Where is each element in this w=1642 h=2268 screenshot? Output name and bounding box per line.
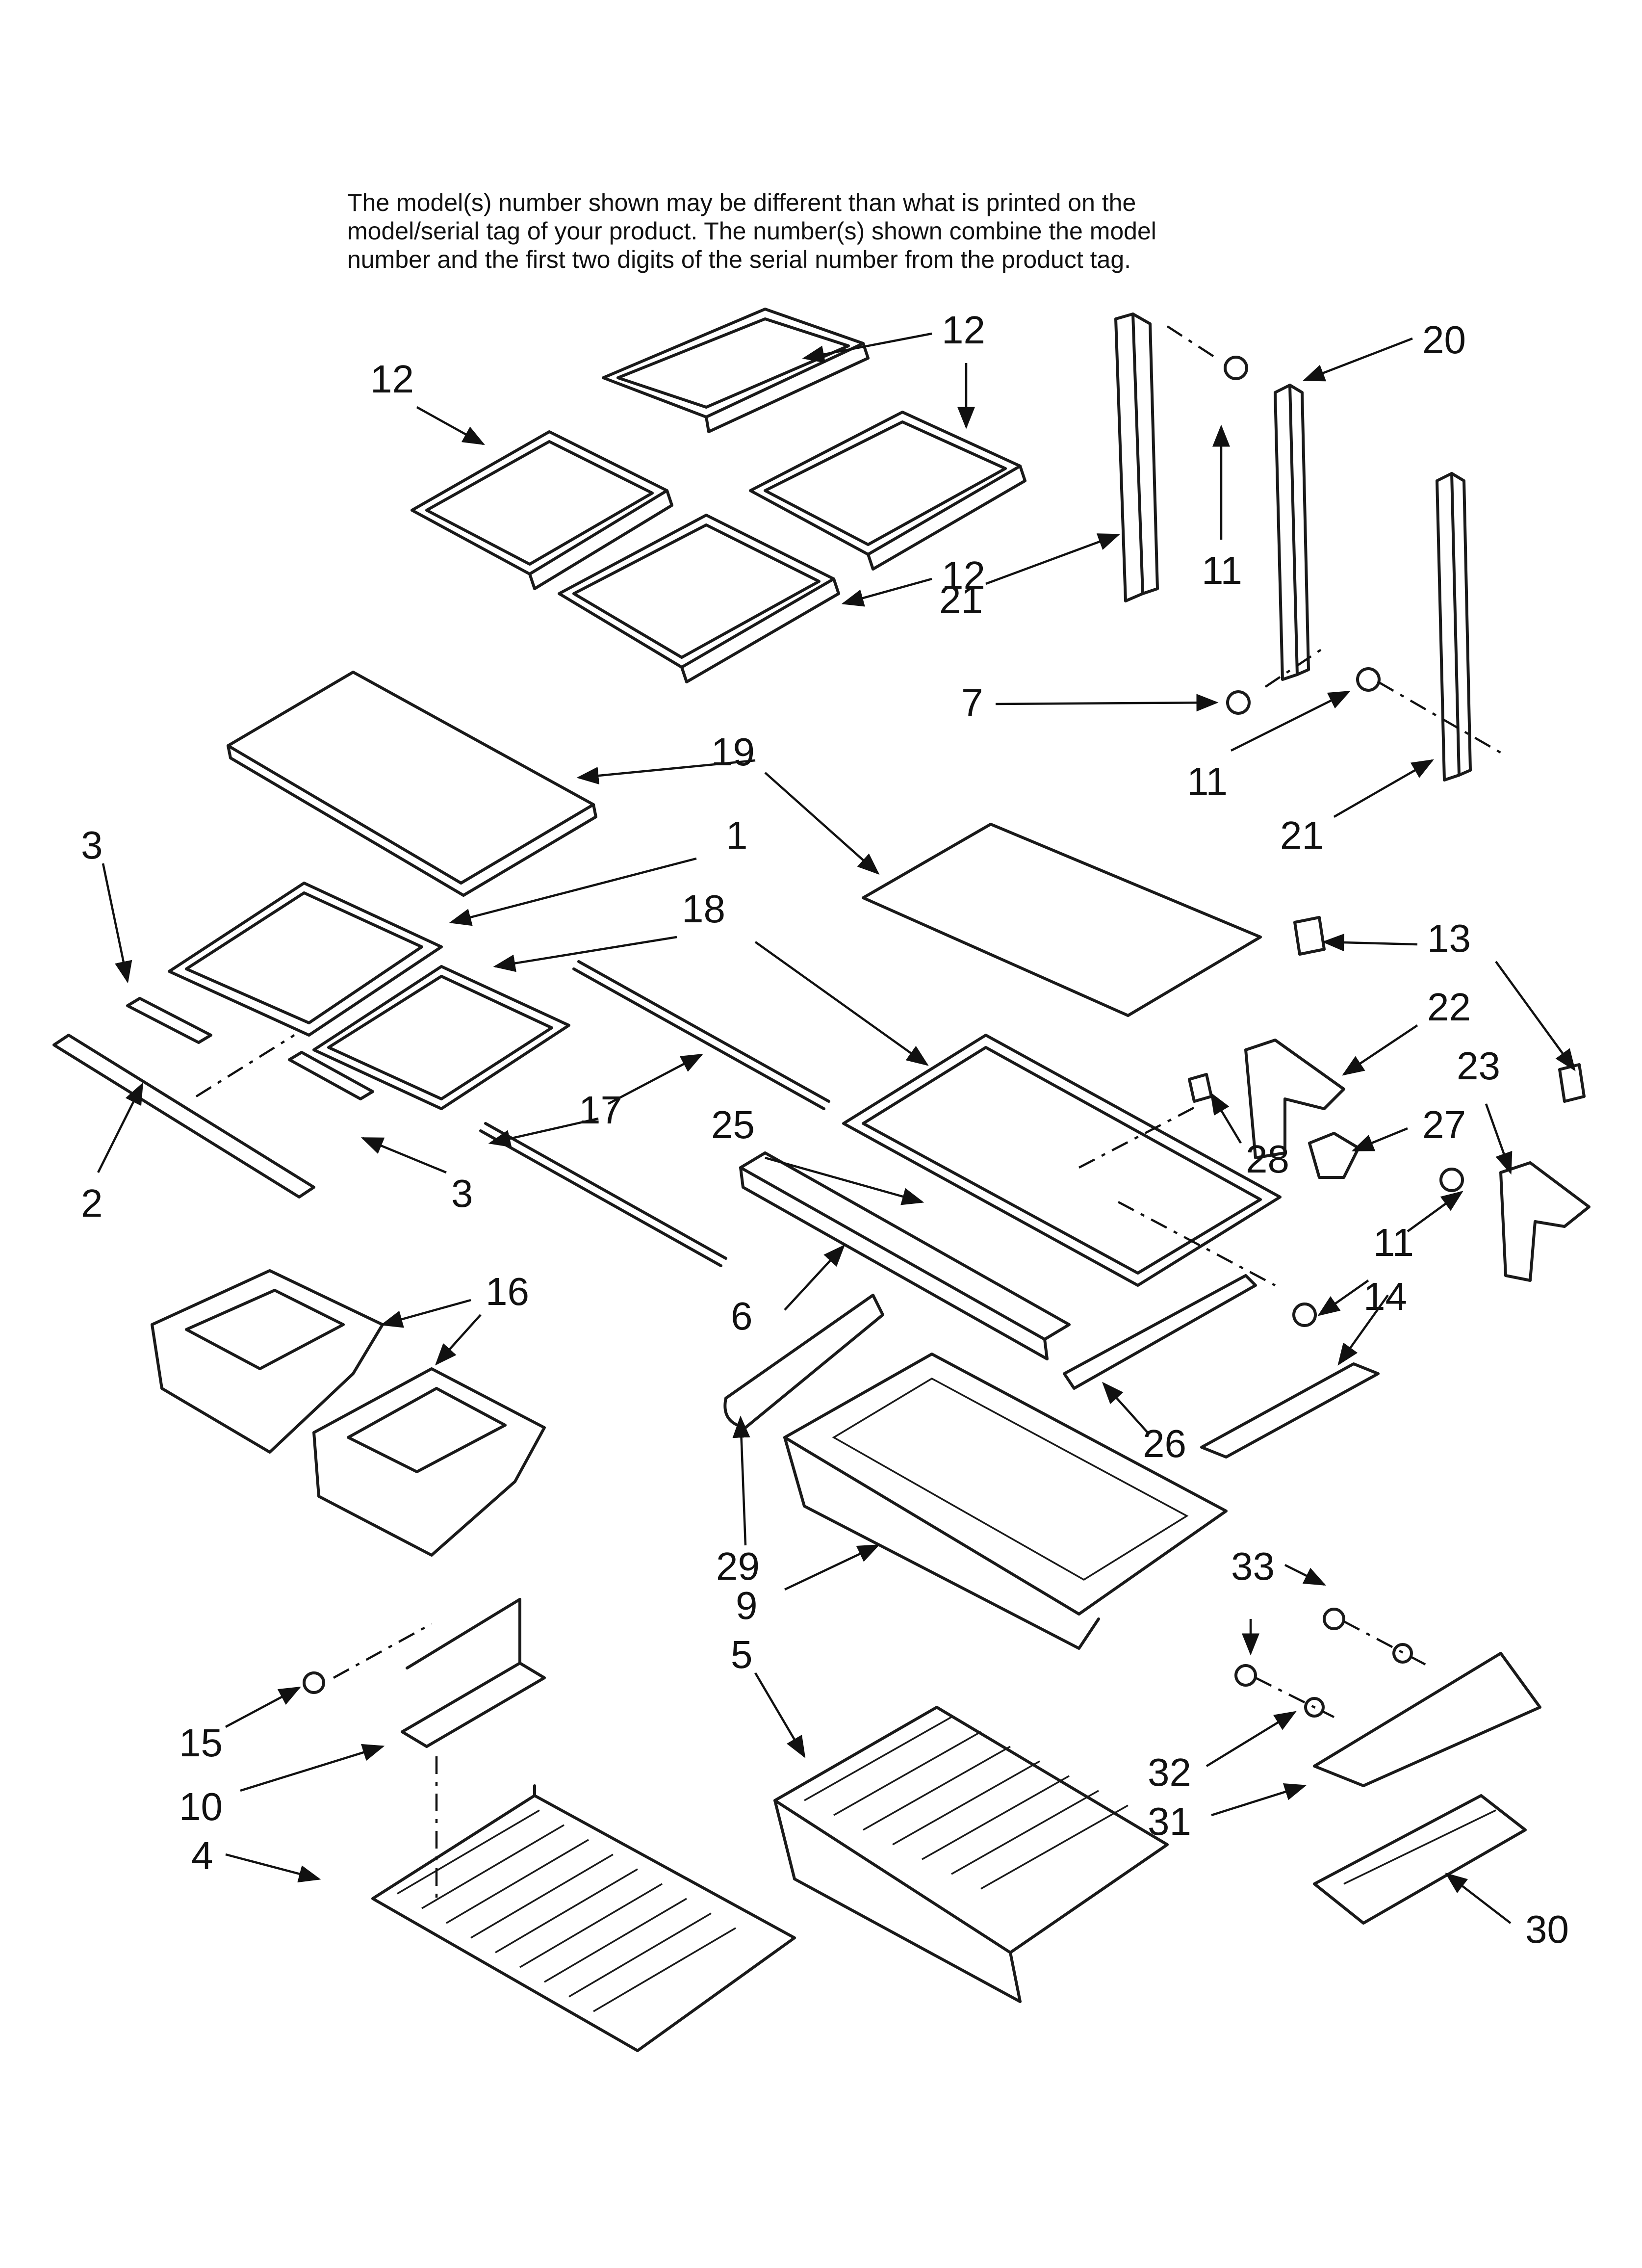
callout-20: 20 [1422,318,1466,362]
callout-3-lower: 3 [451,1172,473,1215]
part-33-screws [1234,1608,1345,1687]
callout-31: 31 [1148,1799,1191,1843]
part-27-clip [1308,1132,1360,1179]
part-10-bracket [401,1598,546,1748]
part-1-cover-frame-left [168,882,443,1037]
callout-26: 26 [1143,1422,1186,1465]
callout-25: 25 [711,1103,755,1147]
callout-14: 14 [1363,1275,1407,1318]
callout-12-top: 12 [942,308,985,352]
part-23-bracket [1499,1161,1591,1282]
part-12-shelf-mid-right [749,411,1026,571]
callout-32: 32 [1148,1750,1191,1794]
callout-15: 15 [179,1721,223,1765]
part-26-bracket [1063,1274,1257,1390]
part-16-crisper-left [151,1269,384,1454]
callout-11-mid: 11 [1187,759,1228,803]
callout-6: 6 [731,1294,753,1338]
callout-numbers: 12 12 12 20 11 21 7 11 21 19 1 3 18 13 2… [81,308,1569,1951]
callout-11-upper: 11 [1202,548,1242,592]
part-15-screw [303,1671,325,1694]
part-12-shelf-top-right [602,308,870,433]
part-18-cover-frame-center [842,1034,1282,1287]
part-30-ice-tray [1313,1794,1527,1925]
callout-30: 30 [1525,1907,1569,1951]
callout-16: 16 [486,1270,529,1313]
callout-4: 4 [191,1834,213,1877]
callout-13: 13 [1427,916,1471,960]
callout-7: 7 [961,681,983,725]
callout-9: 9 [736,1584,758,1627]
callout-19: 19 [711,730,755,774]
part-19-glass-shelf-left [227,671,597,897]
part-6-cover-front [739,1151,1071,1360]
part-32-washers [1304,1643,1413,1718]
model-number-note: The model(s) number shown may be differe… [347,189,1156,273]
callout-18: 18 [682,887,725,931]
part-19-glass-shelf-right [862,823,1262,1017]
callout-22: 22 [1427,985,1471,1029]
callout-3-upper: 3 [81,823,103,867]
part-21-rail-left [1114,313,1159,602]
callout-1: 1 [726,813,748,857]
part-12-shelf-bottom [558,514,840,683]
part-2-trim [52,1034,315,1199]
part-17-rod-lower [479,1122,727,1267]
callout-12-left: 12 [370,357,414,401]
part-22-bracket [1244,1039,1345,1159]
part-12-shelf-left [410,430,673,590]
callout-29: 29 [716,1544,760,1588]
callout-21-upper: 21 [939,578,983,622]
part-screws-rails [1224,356,1464,1327]
part-18-cover-frame-right [312,965,570,1110]
assembly-lines [195,325,1507,1903]
part-20-rail-center [1274,384,1310,681]
part-17-rod-upper [572,960,830,1110]
part-28-clip [1188,1073,1213,1103]
part-5-wire-basket [773,1706,1169,2003]
part-13-clip-upper [1293,916,1326,956]
part-13-clip-lower [1558,1063,1586,1103]
callout-2: 2 [81,1181,103,1225]
callout-17: 17 [579,1088,622,1132]
part-29-handle [723,1294,884,1429]
part-4-wire-basket [371,1784,796,2052]
callout-33: 33 [1231,1544,1275,1588]
callout-28: 28 [1246,1137,1289,1181]
callout-5: 5 [731,1633,753,1676]
callout-12-bottom: 12 [942,553,985,597]
part-16-crisper-right [312,1367,546,1557]
callout-23: 23 [1457,1044,1500,1088]
part-31-ice-tray-holder [1313,1652,1541,1787]
part-14-bracket [1200,1362,1380,1459]
callout-27: 27 [1422,1103,1466,1147]
part-9-freezer-drawer [783,1353,1228,1650]
note-line-3: number and the first two digits of the s… [347,246,1131,273]
callout-10: 10 [179,1785,223,1828]
callout-11-lower: 11 [1373,1221,1414,1264]
note-line-2: model/serial tag of your product. The nu… [347,217,1156,245]
part-21-rail-right [1436,472,1472,782]
part-3-slide-upper [126,997,212,1044]
part-3-slide-lower [288,1051,374,1100]
leader-arrows [97,332,1576,1924]
note-line-1: The model(s) number shown may be differe… [347,189,1136,216]
callout-21-lower: 21 [1280,813,1324,857]
